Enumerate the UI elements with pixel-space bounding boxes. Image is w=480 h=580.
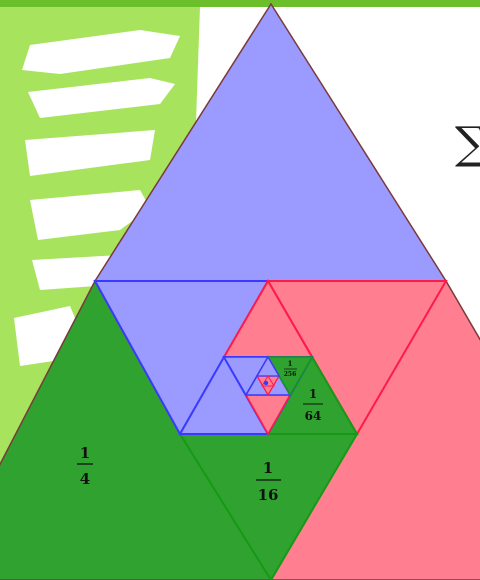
fraction-1-64-numerator: 1	[309, 387, 317, 401]
spiral-center-dot	[264, 381, 268, 385]
fraction-1-64-denominator: 64	[305, 409, 322, 423]
fraction-1-256-numerator: 1	[288, 359, 293, 368]
fraction-1-256-denominator: 256	[284, 371, 297, 378]
sum-symbol: ∑	[455, 118, 480, 169]
fraction-1-4-numerator: 1	[80, 444, 90, 462]
fraction-1-16-numerator: 1	[263, 459, 273, 477]
fraction-1-16-denominator: 16	[258, 486, 279, 504]
top-bar	[0, 0, 480, 7]
fraction-1-4-denominator: 4	[80, 470, 90, 488]
